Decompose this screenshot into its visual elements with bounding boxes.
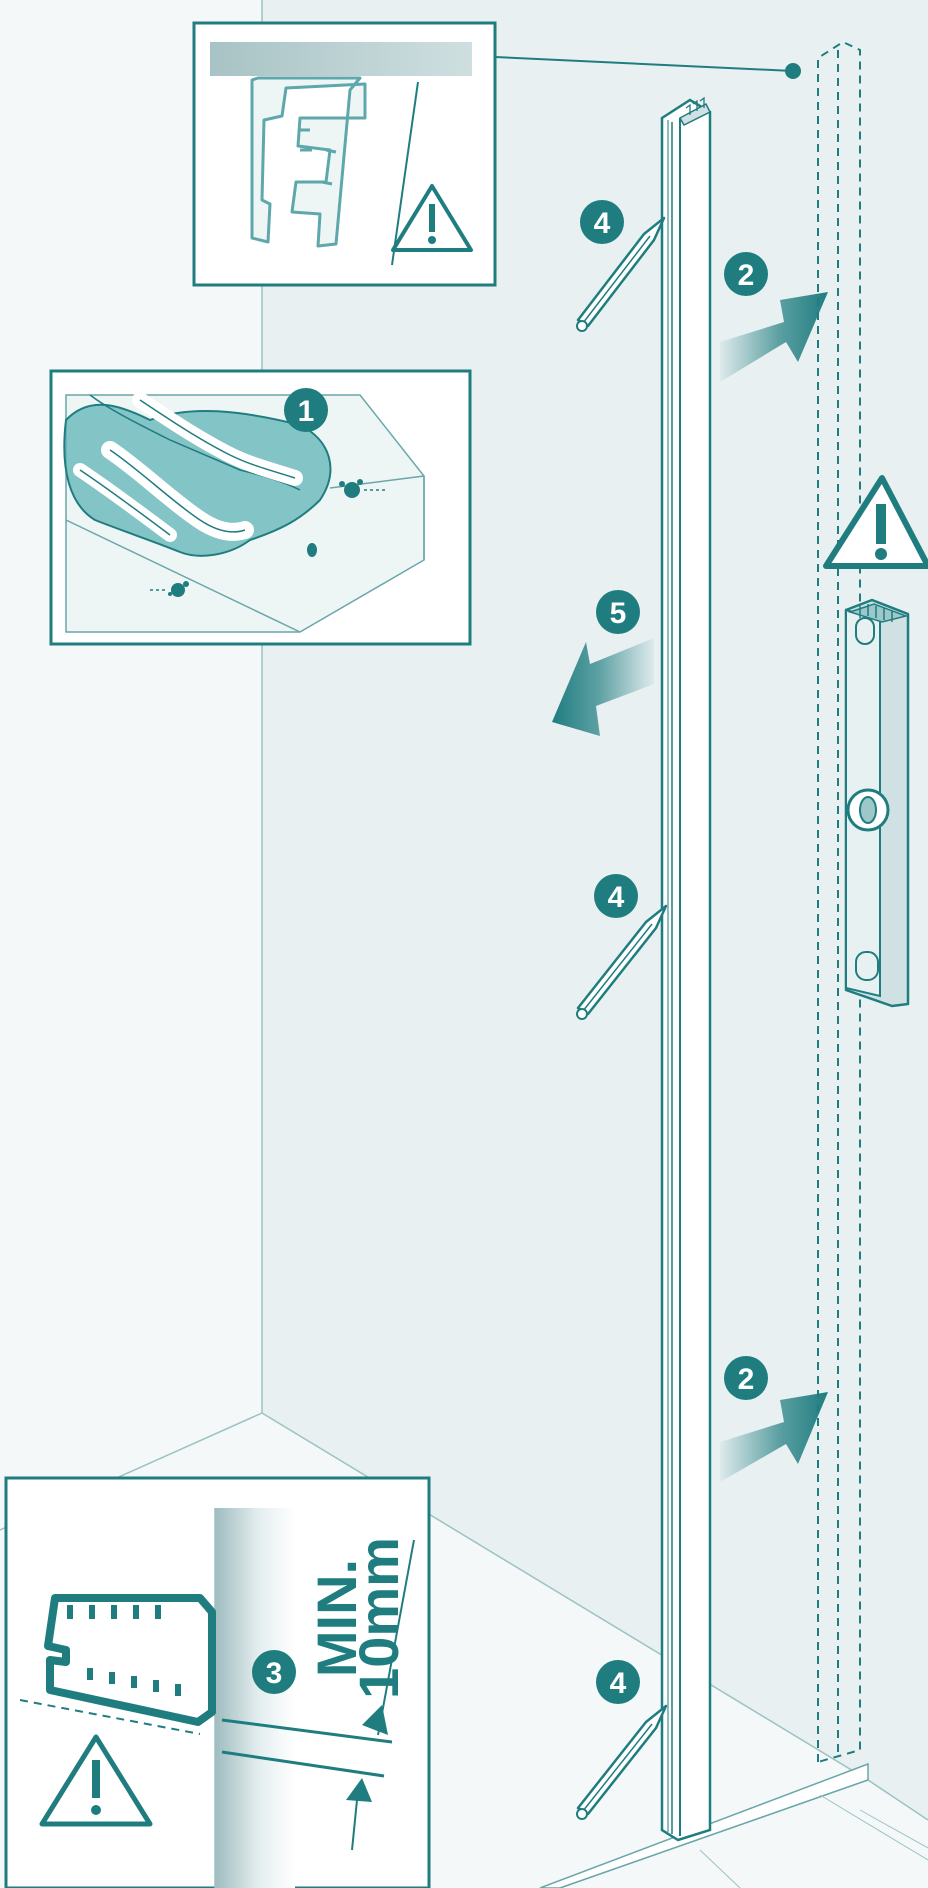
step-badge-5: 5	[596, 590, 640, 634]
step-number-2: 2	[738, 259, 755, 292]
step-number-4: 4	[608, 881, 625, 914]
distance-label: 10mm	[347, 1537, 410, 1699]
warning-triangle-icon	[391, 184, 473, 252]
pencil-icon	[576, 904, 668, 1020]
spirit-level-icon	[844, 598, 910, 1008]
arrow-icon	[552, 638, 654, 736]
step-badge-4-bottom: 4	[596, 1660, 640, 1704]
pencil-icon	[576, 1704, 668, 1820]
hands-wiping-cloth-icon	[63, 392, 332, 557]
step-badge-2-top: 2	[724, 252, 768, 296]
step-number-4: 4	[594, 207, 611, 240]
leader-line	[494, 56, 801, 79]
minimum-distance-detail: 3 MIN. 10mm	[4, 1476, 431, 1888]
wall-profile	[660, 96, 712, 1842]
step-badge-3: 3	[252, 1650, 296, 1694]
arrow-icon	[720, 292, 828, 382]
step-number-3: 3	[266, 1657, 283, 1690]
profile-cross-section-detail	[192, 21, 497, 287]
cleaning-detail	[49, 369, 472, 646]
target-position-outline	[817, 40, 861, 1763]
step-badge-1: 1	[284, 388, 328, 432]
warning-triangle-icon	[39, 1734, 153, 1827]
pencil-icon	[576, 216, 666, 332]
step-badge-2-bottom: 2	[724, 1356, 768, 1400]
step-badge-4-top: 4	[580, 200, 624, 244]
step-number-2: 2	[738, 1363, 755, 1396]
step-number-4: 4	[610, 1667, 627, 1700]
step-badge-4-middle: 4	[594, 874, 638, 918]
warning-triangle-icon	[823, 475, 928, 569]
step-number-5: 5	[610, 597, 627, 630]
arrow-icon	[720, 1392, 828, 1482]
dirt-spot	[168, 479, 363, 597]
min-label: MIN.	[305, 1559, 368, 1677]
step-number-1: 1	[298, 395, 315, 428]
